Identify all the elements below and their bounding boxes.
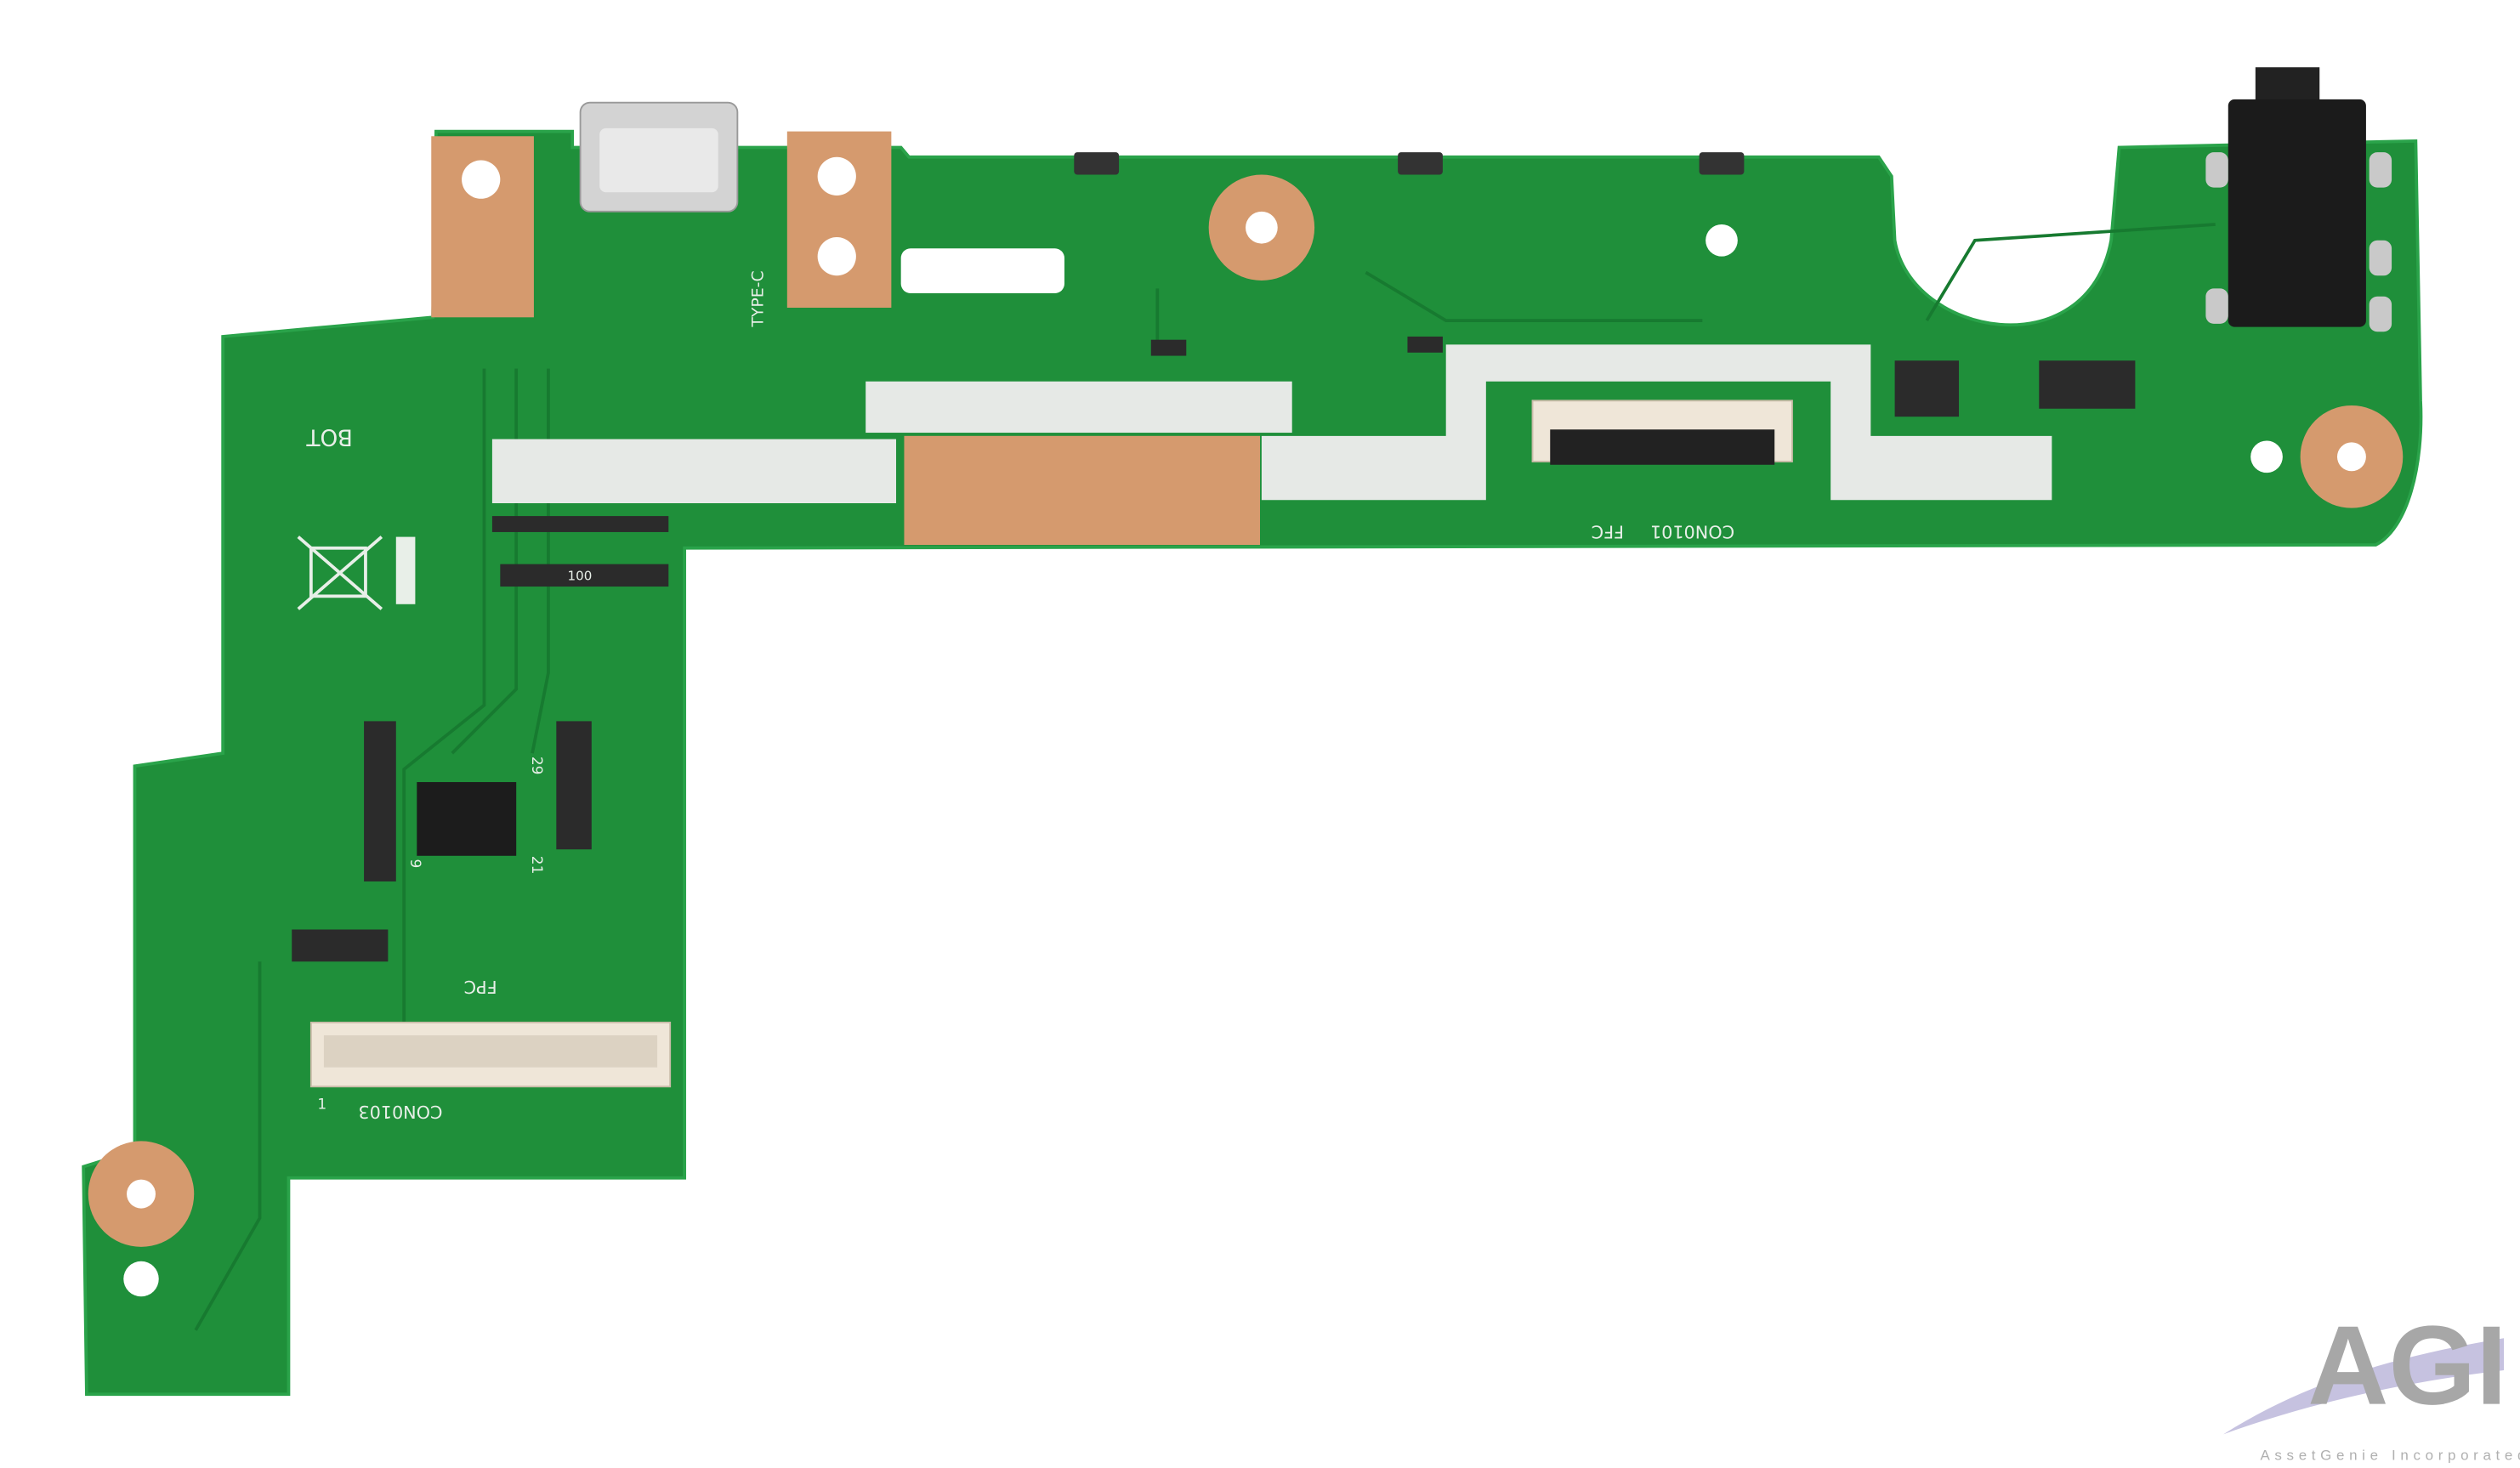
ffc-connector-con0103 [309, 1021, 672, 1088]
audio-jack [2205, 67, 2392, 332]
silk-pin-21: 21 [529, 856, 546, 875]
insulation-tape [491, 344, 2052, 504]
silk-type-c: TYPE-C [750, 270, 768, 327]
silk-con0101: CON0101 [1650, 521, 1734, 541]
silk-pin-1: 1 [317, 1096, 326, 1113]
usb-c-port [579, 101, 739, 213]
weee-icon [297, 536, 416, 610]
silk-con0103: CON0103 [358, 1102, 442, 1122]
ic-chip [417, 782, 517, 856]
silk-fpc: FPC [464, 977, 497, 997]
silk-pin-29: 29 [529, 757, 546, 775]
silk-pin-9: 9 [407, 859, 424, 869]
silk-100: 100 [568, 569, 593, 584]
silk-ffc: FFC [1592, 521, 1624, 541]
tact-switches [1074, 152, 1745, 175]
watermark-logo-text: AGI [2307, 1303, 2507, 1428]
ffc-connector-con0101 [1531, 400, 1793, 465]
smd-components [292, 336, 2136, 962]
silk-bot: BOT [305, 423, 352, 449]
watermark-company: AssetGenie Incorporated [2260, 1448, 2520, 1464]
circuit-board [82, 129, 2423, 1397]
agi-watermark-logo: AGI AssetGenie Incorporated [2223, 1303, 2520, 1464]
mount-holes [123, 156, 2366, 1297]
